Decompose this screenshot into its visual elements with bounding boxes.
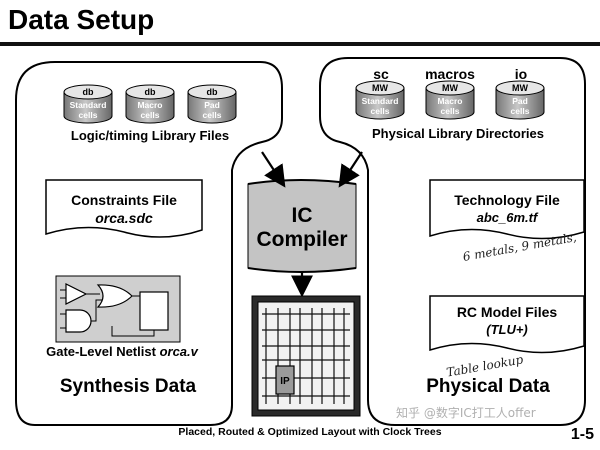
and-gate	[65, 309, 92, 333]
ip-block	[275, 365, 295, 395]
library-column-io: io	[514, 66, 528, 82]
cylinder-line2: cells	[79, 110, 98, 120]
cylinder-pad-cells	[187, 84, 237, 124]
cylinder-line2: cells	[141, 110, 160, 120]
netlist-schematic	[55, 275, 181, 343]
ic-compiler-line2: Compiler	[256, 228, 348, 251]
netlist-filename: orca.v	[159, 344, 198, 359]
cylinder-tag: db	[207, 87, 218, 97]
physical-data-label: Physical Data	[426, 376, 550, 397]
or-gate	[96, 284, 133, 308]
constraints-filename: orca.sdc	[95, 210, 153, 226]
cylinder-tag: MW	[442, 83, 458, 93]
logic-library-caption: Logic/timing Library Files	[70, 128, 230, 143]
cylinder-mw-standard-cells	[355, 80, 405, 120]
ic-compiler-label: IC Compiler	[248, 204, 356, 252]
cylinder-tag: db	[83, 87, 94, 97]
netlist-caption: Gate-Level Netlist orca.v	[22, 344, 222, 359]
rc-model-title: RC Model Files	[456, 304, 558, 320]
library-column-sc: sc	[373, 66, 389, 82]
cylinder-line2: cells	[203, 110, 222, 120]
logic-library-cylinders	[63, 84, 237, 124]
technology-filename: abc_6m.tf	[476, 210, 538, 225]
technology-document	[429, 179, 585, 240]
cylinder-mw-pad-cells	[495, 80, 545, 120]
constraints-title: Constraints File	[71, 192, 177, 208]
title-divider	[0, 42, 600, 46]
constraints-document	[45, 179, 203, 238]
page-title: Data Setup	[8, 4, 155, 35]
library-column-macros: macros	[425, 66, 475, 82]
cylinder-line1: Macro	[437, 96, 462, 106]
ic-compiler-line1: IC	[291, 204, 313, 227]
cylinder-line2: cells	[511, 106, 530, 116]
layout-caption: Placed, Routed & Optimized Layout with C…	[178, 426, 442, 438]
physical-library-caption: Physical Library Directories	[372, 126, 544, 141]
cylinder-mw-macro-cells	[425, 80, 475, 120]
cylinder-line2: cells	[371, 106, 390, 116]
buffer-gate	[65, 283, 88, 305]
arrow-from-physical	[338, 151, 363, 188]
synthesis-region	[15, 61, 283, 426]
technology-title: Technology File	[454, 192, 560, 208]
rc-model-filename: (TLU+)	[486, 322, 528, 337]
flip-flop	[139, 291, 169, 331]
rc-model-document	[429, 295, 585, 354]
ip-label: IP	[280, 376, 290, 387]
cylinder-line1: Pad	[512, 96, 528, 106]
cylinder-standard-cells	[63, 84, 113, 124]
physical-library-cylinders	[355, 80, 545, 120]
cylinder-macro-cells	[125, 84, 175, 124]
cylinder-tag: MW	[512, 83, 528, 93]
cylinder-line1: Standard	[362, 96, 399, 106]
cylinder-line1: Standard	[70, 100, 107, 110]
watermark: 知乎 @数字IC打工人offer	[396, 406, 536, 420]
cylinder-line1: Macro	[137, 100, 162, 110]
cylinder-tag: MW	[372, 83, 388, 93]
synthesis-data-label: Synthesis Data	[59, 376, 197, 397]
cylinder-tag: db	[145, 87, 156, 97]
page-number: 1-5	[570, 426, 594, 443]
netlist-label: Gate-Level Netlist	[46, 344, 156, 359]
cylinder-line1: Pad	[204, 100, 220, 110]
layout-image: IP	[251, 295, 361, 417]
arrow-from-synthesis	[261, 151, 286, 188]
cylinder-line2: cells	[441, 106, 460, 116]
physical-region	[319, 57, 586, 426]
